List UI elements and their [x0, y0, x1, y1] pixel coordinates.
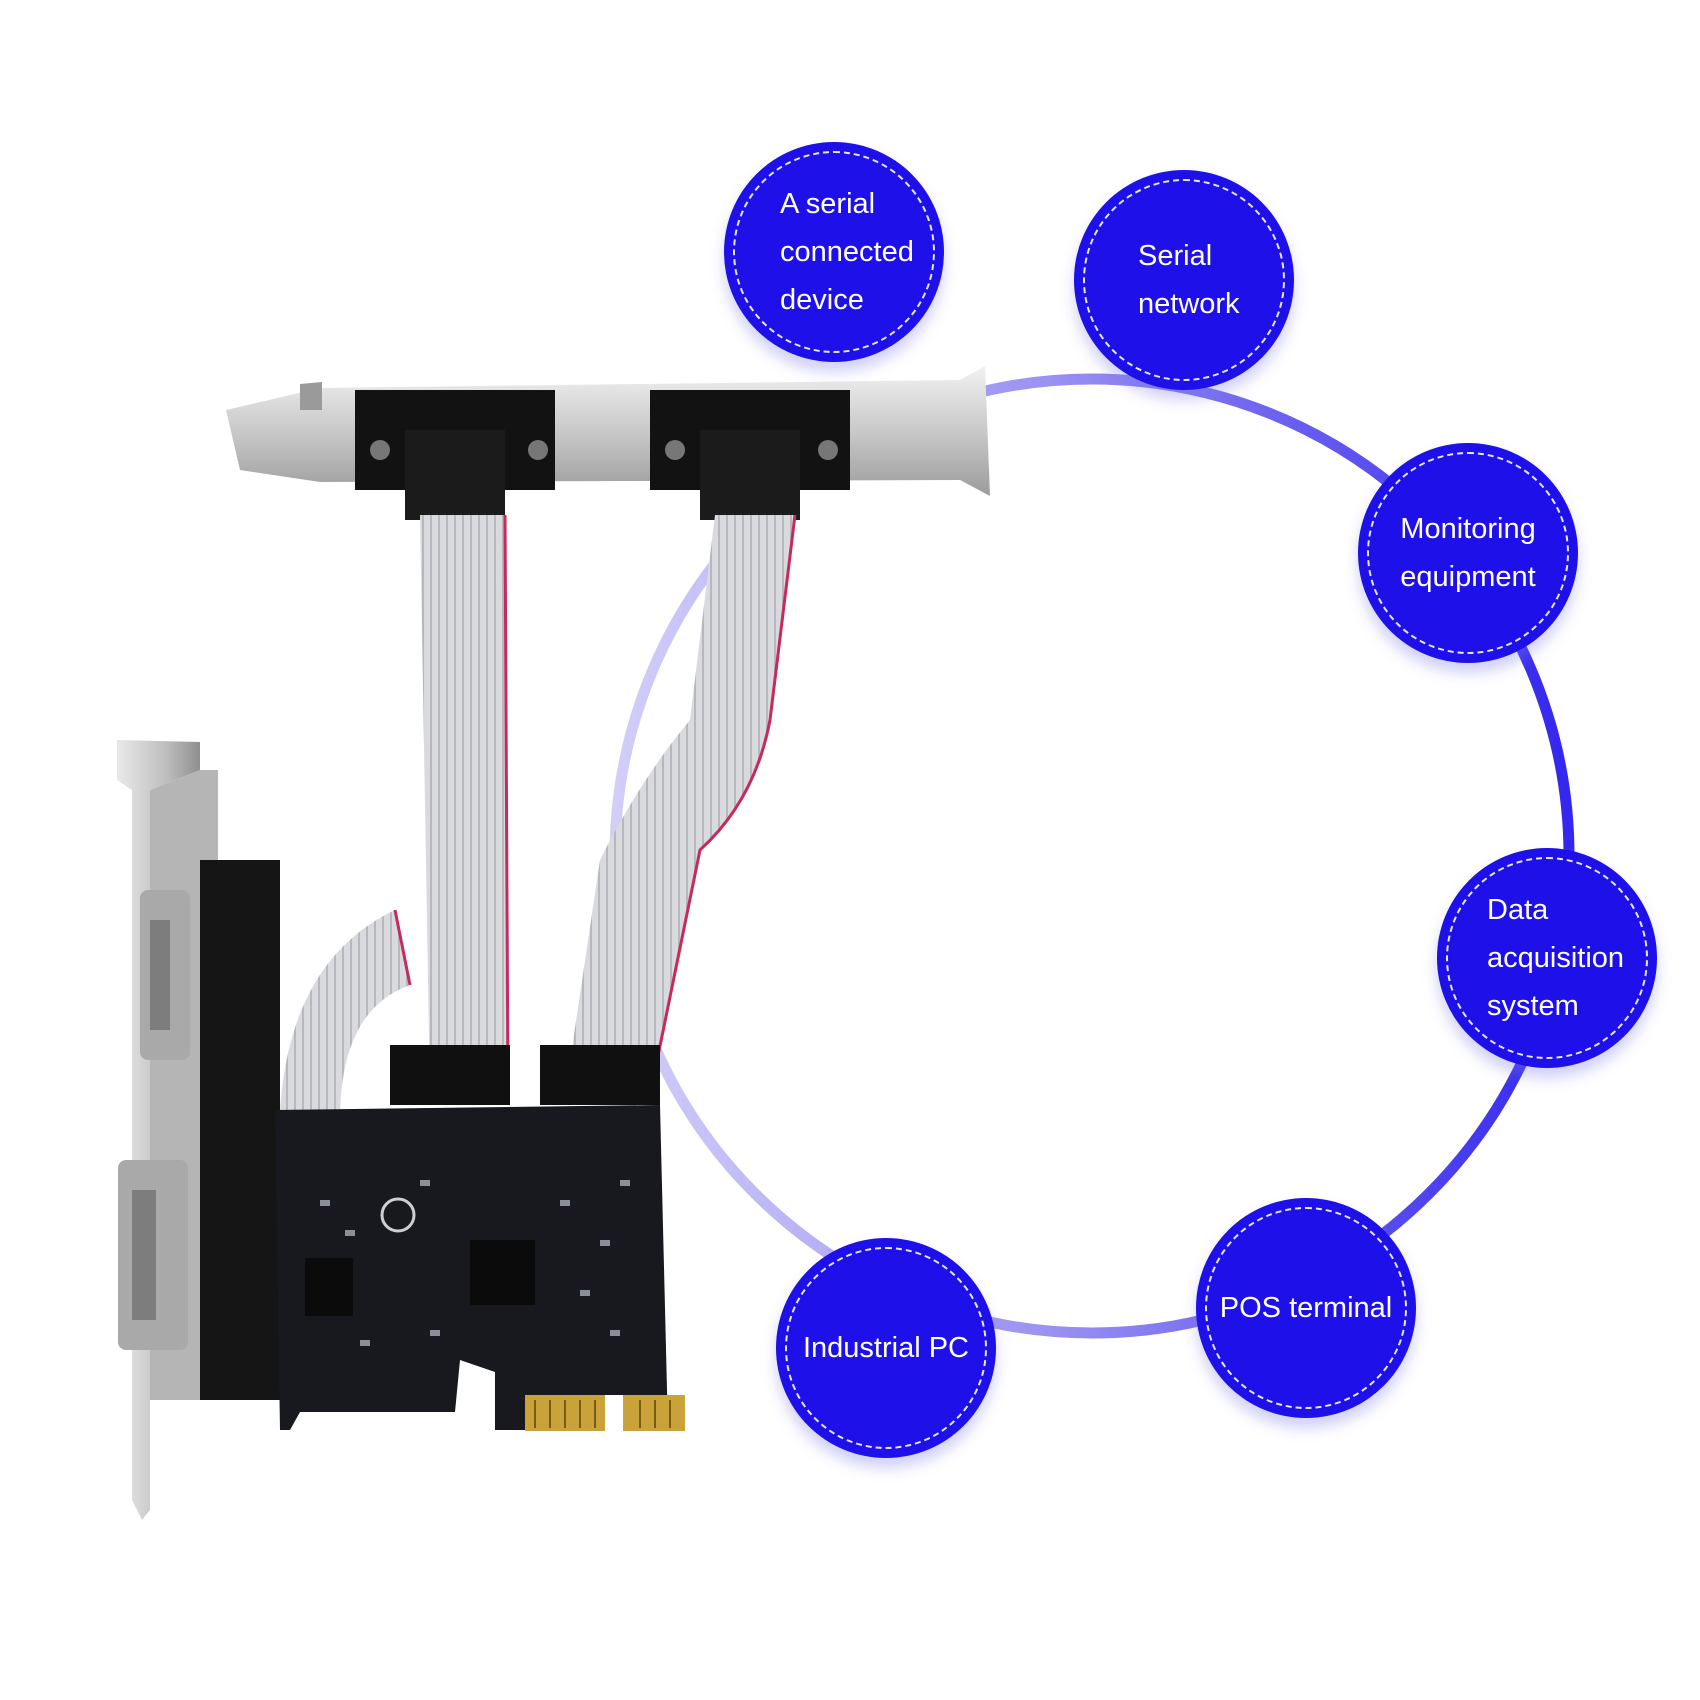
bubble-text-line: Monitoring: [1400, 513, 1536, 545]
bubble-label: Data acquisition system: [1437, 886, 1657, 1030]
bubble-label: Monitoring equipment: [1358, 505, 1578, 601]
bubble-serial-network: Serial network: [1074, 170, 1294, 390]
bubble-text-line: equipment: [1400, 561, 1536, 593]
bubble-label: POS terminal: [1196, 1284, 1416, 1332]
bubble-text-line: device: [780, 284, 864, 316]
bubble-pos-terminal: POS terminal: [1196, 1198, 1416, 1418]
bubble-text-line: Serial: [1138, 240, 1213, 272]
bubble-text-line: acquisition: [1487, 942, 1625, 974]
bubble-text-line: connected: [780, 236, 914, 268]
ribbon-cables: [280, 514, 797, 1120]
bubble-label: A serial connected device: [724, 180, 944, 324]
bubble-monitoring-equipment: Monitoring equipment: [1358, 443, 1578, 663]
bubble-text-line: system: [1487, 990, 1579, 1022]
bubble-text-line: Industrial PC: [802, 1332, 969, 1364]
pcb-board: [275, 1045, 685, 1431]
bubble-data-acquisition-system: Data acquisition system: [1437, 848, 1657, 1068]
side-bracket: [117, 740, 280, 1520]
bubble-label: Serial network: [1074, 232, 1294, 328]
top-bracket: [226, 366, 990, 520]
bubble-text-line: A serial: [780, 188, 876, 220]
bubble-label: Industrial PC: [776, 1324, 996, 1372]
bubble-serial-connected-device: A serial connected device: [724, 142, 944, 362]
bubble-text-line: network: [1138, 288, 1240, 320]
bubble-industrial-pc: Industrial PC: [776, 1238, 996, 1458]
bubble-text-line: Data: [1487, 894, 1549, 926]
bubble-text-line: POS terminal: [1219, 1292, 1393, 1324]
